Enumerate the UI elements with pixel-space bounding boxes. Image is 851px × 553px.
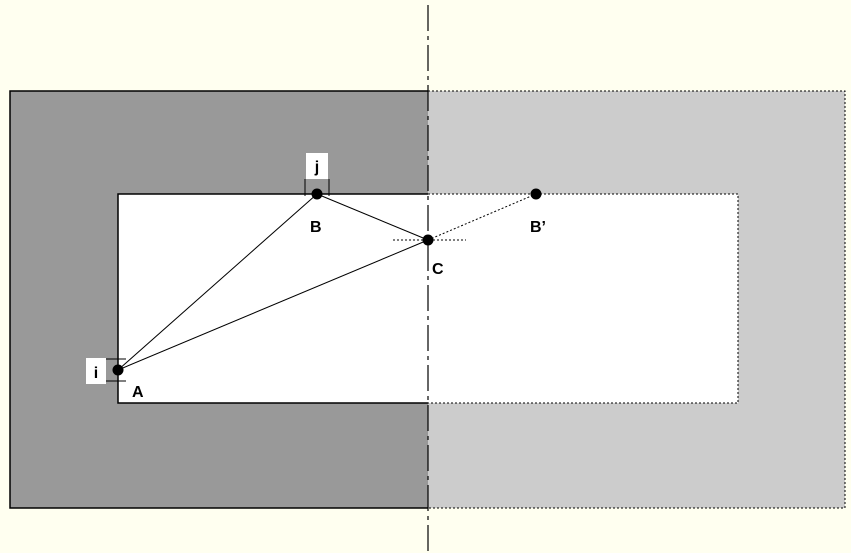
- offset-j-label-box: [306, 153, 328, 179]
- offset-i-marker: i: [86, 358, 126, 384]
- point-b-label: B: [310, 219, 322, 236]
- point-b: [311, 188, 323, 200]
- inner-room-left-border: [117, 193, 428, 404]
- point-a-label: A: [132, 384, 144, 401]
- ray-a-to-b: [117, 193, 318, 371]
- inner-room-right-mirror: [428, 194, 738, 403]
- point-c-label: C: [432, 261, 444, 278]
- inner-room-left: [118, 194, 428, 403]
- ray-b-to-c: [316, 193, 429, 241]
- point-b-mirror-label: B’: [530, 219, 546, 236]
- point-b-mirror: [530, 188, 542, 200]
- offset-i-label-box: [86, 358, 106, 384]
- outer-region-left-border: [9, 90, 428, 509]
- ray-c-to-b-mirror: [427, 193, 537, 241]
- outer-region-right-border: [428, 90, 846, 509]
- point-a: [112, 364, 124, 376]
- ray-a-to-c: [117, 239, 429, 371]
- inner-room-right-border: [428, 193, 739, 404]
- point-c: [422, 234, 434, 246]
- offset-i-label: i: [94, 365, 98, 382]
- offset-j-marker: j: [304, 153, 330, 196]
- offset-j-label: j: [314, 159, 319, 176]
